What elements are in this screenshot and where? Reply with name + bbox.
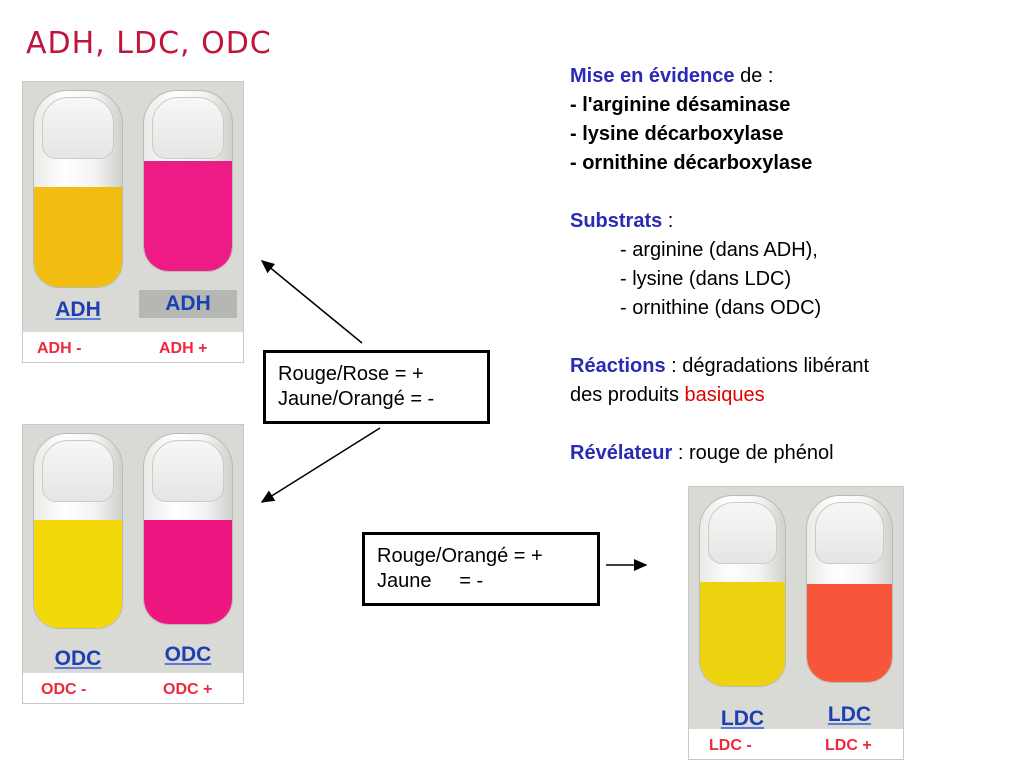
- adh-tubes-photo: ADH ADH ADH - ADH +: [22, 81, 244, 363]
- ldc-legend-box: Rouge/Orangé = + Jaune = -: [362, 532, 600, 606]
- slide-title: ADH, LDC, ODC: [26, 26, 272, 61]
- arrow-to-adh: [260, 260, 363, 344]
- adh-positive-tube: [143, 90, 233, 272]
- odc-positive-liquid: [144, 520, 232, 624]
- detection-line: Mise en évidence de :: [570, 62, 990, 91]
- odc-negative-tube-label: ODC: [54, 647, 102, 670]
- revealer-keyword: Révélateur: [570, 442, 673, 464]
- odc-positive-caption: ODC +: [163, 681, 213, 698]
- substrates-heading: Substrats :: [570, 207, 990, 236]
- adh-negative-liquid: [34, 187, 122, 287]
- adh-negative-caption: ADH -: [37, 340, 82, 357]
- adh-odc-legend-box: Rouge/Rose = + Jaune/Orangé = -: [263, 350, 490, 424]
- ldc-negative-tube-label: LDC: [720, 707, 765, 730]
- detection-suffix: de :: [734, 65, 774, 87]
- adh-negative-tube-label: ADH: [55, 298, 101, 321]
- ldc-positive-tube-label: LDC: [827, 703, 872, 726]
- ldc-legend-positive: Rouge/Orangé = +: [377, 545, 543, 567]
- ldc-negative-liquid: [700, 582, 785, 686]
- odc-negative-caption: ODC -: [41, 681, 87, 698]
- revealer-line: Révélateur : rouge de phénol: [570, 439, 990, 468]
- substrate-item: - arginine (dans ADH),: [620, 239, 818, 261]
- substrate-item: - lysine (dans LDC): [620, 268, 792, 290]
- odc-negative-tube: [33, 433, 123, 629]
- reactions-keyword: Réactions: [570, 355, 666, 377]
- reactions-text-2: des produits: [570, 384, 685, 406]
- reactions-line: Réactions : dégradations libérant: [570, 352, 990, 381]
- arrow-to-odc: [260, 427, 381, 503]
- detection-keyword: Mise en évidence: [570, 65, 735, 87]
- ldc-tubes-photo: LDC LDC LDC - LDC +: [688, 486, 904, 760]
- adh-negative-tube: [33, 90, 123, 288]
- enzyme-item: - ornithine décarboxylase: [570, 152, 813, 174]
- ldc-positive-tube: [806, 495, 893, 683]
- enzyme-item: - lysine décarboxylase: [570, 123, 784, 145]
- info-block: Mise en évidence de : - l'arginine désam…: [570, 62, 990, 468]
- odc-positive-tube-label: ODC: [164, 643, 212, 666]
- ldc-positive-liquid: [807, 584, 892, 682]
- substrates-keyword: Substrats: [570, 210, 663, 232]
- ldc-legend-negative: Jaune = -: [377, 570, 484, 592]
- ldc-negative-tube: [699, 495, 786, 687]
- ldc-negative-caption: LDC -: [709, 737, 752, 754]
- ldc-positive-caption: LDC +: [825, 737, 872, 754]
- reactions-line-2: des produits basiques: [570, 381, 990, 410]
- substrates-suffix: :: [662, 210, 674, 232]
- adh-positive-caption: ADH +: [159, 340, 208, 357]
- adh-odc-legend-negative: Jaune/Orangé = -: [278, 388, 435, 410]
- reactions-highlight: basiques: [684, 384, 765, 406]
- odc-positive-tube: [143, 433, 233, 625]
- adh-positive-liquid: [144, 161, 232, 271]
- odc-negative-liquid: [34, 520, 122, 628]
- odc-tubes-photo: ODC ODC ODC - ODC +: [22, 424, 244, 704]
- adh-odc-legend-positive: Rouge/Rose = +: [278, 363, 424, 385]
- adh-positive-tube-label: ADH: [139, 290, 237, 318]
- enzyme-item: - l'arginine désaminase: [570, 94, 791, 116]
- reactions-text: : dégradations libérant: [665, 355, 870, 377]
- substrate-item: - ornithine (dans ODC): [620, 297, 822, 319]
- revealer-text: : rouge de phénol: [672, 442, 834, 464]
